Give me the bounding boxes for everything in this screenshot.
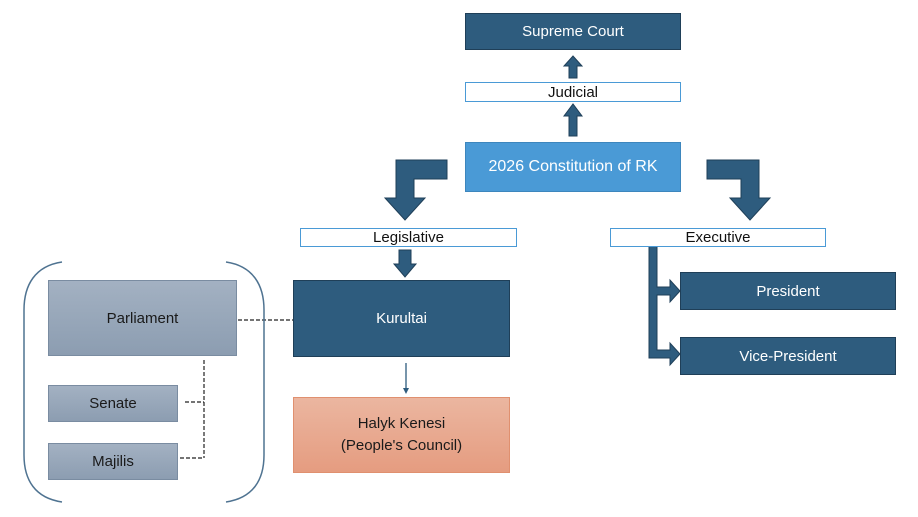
president-box: President [680,272,896,310]
arrow-executive-branches [648,245,681,367]
arrow-up-to-supreme-court [562,55,584,79]
arrow-up-to-judicial [563,103,583,137]
senate-label: Senate [89,395,137,412]
legislative-label: Legislative [373,229,444,246]
vice-president-box: Vice-President [680,337,896,375]
arrow-down-to-kurultai [392,249,418,278]
arrow-bent-to-executive [706,159,772,221]
peoples-council-label: (People's Council) [340,437,463,454]
kurultai-box: Kurultai [293,280,510,357]
kurultai-label: Kurultai [376,310,427,327]
supreme-court-box: Supreme Court [465,13,681,50]
senate-box: Senate [48,385,178,422]
constitution-box: 2026 Constitution of RK [465,142,681,192]
parliament-box: Parliament [48,280,237,356]
vice-president-label: Vice-President [739,347,837,365]
arrow-bent-to-legislative [383,159,448,221]
judicial-label-box: Judicial [465,82,681,102]
majilis-label: Majilis [92,453,134,470]
president-label: President [756,282,820,300]
majilis-box: Majilis [48,443,178,480]
executive-label: Executive [685,229,751,246]
legislative-label-box: Legislative [300,228,517,247]
judicial-label: Judicial [547,83,599,101]
halyk-kenesi-box: Halyk Kenesi (People's Council) [293,397,510,473]
supreme-court-label: Supreme Court [522,23,624,40]
constitution-label: 2026 Constitution of RK [488,158,658,175]
executive-label-box: Executive [610,228,826,247]
halyk-kenesi-label: Halyk Kenesi [357,415,446,432]
parliament-label: Parliament [106,309,179,327]
